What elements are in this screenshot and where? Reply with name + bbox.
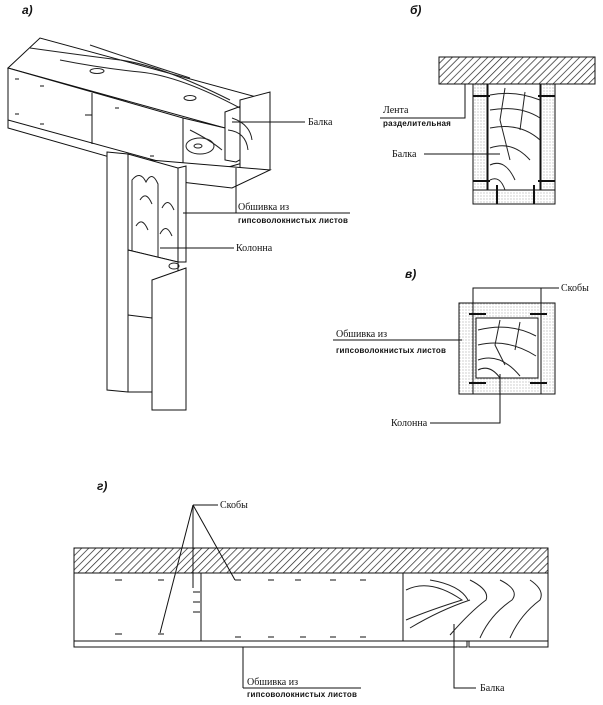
wood-grain xyxy=(489,92,541,191)
bottom-cladding-1 xyxy=(73,640,468,648)
label-column-a: Колонна xyxy=(236,243,273,254)
label-staples-v: Скобы xyxy=(561,283,589,294)
wood-grain xyxy=(185,137,215,155)
cladding-bottom xyxy=(472,189,556,205)
label-staples-g: Скобы xyxy=(220,500,248,511)
wood-grain xyxy=(135,195,175,237)
cladding-joint xyxy=(127,314,153,319)
wood-grain xyxy=(405,579,542,639)
label-cladding-v-1: Обшивка из xyxy=(336,329,387,340)
wood-grain xyxy=(29,47,231,101)
leader-tape xyxy=(380,84,466,119)
label-cladding-g-1: Обшивка из xyxy=(247,677,298,688)
figure-g: г) Скобы Обшивка из гипсоволокнистых xyxy=(73,479,549,699)
wood-grain xyxy=(59,59,241,109)
staples xyxy=(115,579,366,638)
figure-v-tag: в) xyxy=(405,267,416,281)
label-cladding-v-2: гипсоволокнистых листов xyxy=(336,346,446,355)
leader-beam-g xyxy=(453,624,476,689)
wood-crack xyxy=(499,87,526,161)
cladding-left xyxy=(472,83,488,205)
wood-grain xyxy=(227,117,253,151)
figure-a: а) xyxy=(7,3,350,411)
wood-grain xyxy=(477,326,537,379)
label-cladding-a-2: гипсоволокнистых листов xyxy=(238,216,348,225)
beam-isometric xyxy=(7,37,272,189)
slab-hatched xyxy=(73,547,549,574)
leader-staples xyxy=(472,287,559,314)
figure-b-tag: б) xyxy=(410,3,421,17)
figure-a-tag: а) xyxy=(22,3,33,17)
side-cladding xyxy=(239,91,271,179)
slab-hatched xyxy=(438,56,596,85)
cladding-right xyxy=(540,83,556,205)
wood-knot xyxy=(89,68,105,74)
wood-grain xyxy=(189,129,223,151)
label-beam-g: Балка xyxy=(480,683,505,694)
column-wood-face xyxy=(127,153,179,263)
figure-b: б) Лента разделительная Балка xyxy=(380,3,596,205)
leader-staples xyxy=(159,504,194,634)
label-tape-2: разделительная xyxy=(383,119,451,128)
beam-exposed xyxy=(402,572,549,642)
wood-crack xyxy=(494,319,521,366)
column-isometric xyxy=(106,151,187,411)
leader-staples xyxy=(192,504,236,581)
leader-column-v xyxy=(430,374,501,424)
column-left-cladding xyxy=(106,151,129,393)
label-cladding-g-2: гипсоволокнистых листов xyxy=(247,690,357,699)
wood-grain xyxy=(131,175,159,258)
column-front-board xyxy=(151,267,187,411)
label-tape-1: Лента xyxy=(383,105,409,116)
staples xyxy=(15,78,154,157)
label-beam-b: Балка xyxy=(392,149,417,160)
figure-v: в) Скобы Обшивка из гипсоволокнистых лис… xyxy=(333,267,589,429)
beam-section xyxy=(487,83,541,191)
label-cladding-a-1: Обшивка из xyxy=(238,202,289,213)
wood-knot xyxy=(183,95,197,101)
wood-grain xyxy=(193,143,203,149)
label-beam-a: Балка xyxy=(308,117,333,128)
label-column-v: Колонна xyxy=(391,418,428,429)
column-right-cladding xyxy=(177,165,187,263)
wood-knot xyxy=(168,262,180,270)
wood-grain xyxy=(89,44,191,79)
figure-g-tag: г) xyxy=(97,479,107,493)
bottom-cladding-2 xyxy=(468,640,549,648)
